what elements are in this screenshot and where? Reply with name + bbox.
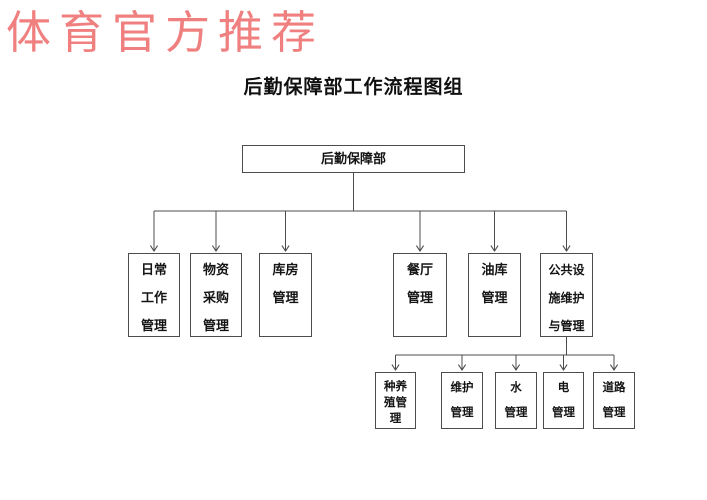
page-title: 后勤保障部工作流程图组 [243,77,464,98]
orgchart-box-canteen: 餐厅 管理 [393,253,447,337]
orgchart-box-daily-work: 日常 工作 管理 [128,253,180,337]
orgchart-box-breeding: 种养 殖管 理 [375,372,416,429]
orgchart-box-road: 道路 管理 [593,372,635,429]
watermark-text: 体育官方推荐 [6,8,325,58]
level2-connectors [149,173,571,252]
orgchart-root-box: 后勤保障部 [242,145,465,173]
orgchart-box-electric: 电 管理 [543,372,584,429]
orgchart-box-public-facilities: 公共设 施维护 与管理 [540,253,593,337]
orgchart-box-maintenance: 维护 管理 [441,372,483,429]
level3-connectors [391,337,619,371]
orgchart-box-warehouse: 库房 管理 [259,253,312,337]
orgchart-box-procurement: 物资 采购 管理 [190,253,242,337]
orgchart-box-oil-depot: 油库 管理 [468,253,521,337]
orgchart-box-water: 水 管理 [495,372,537,429]
